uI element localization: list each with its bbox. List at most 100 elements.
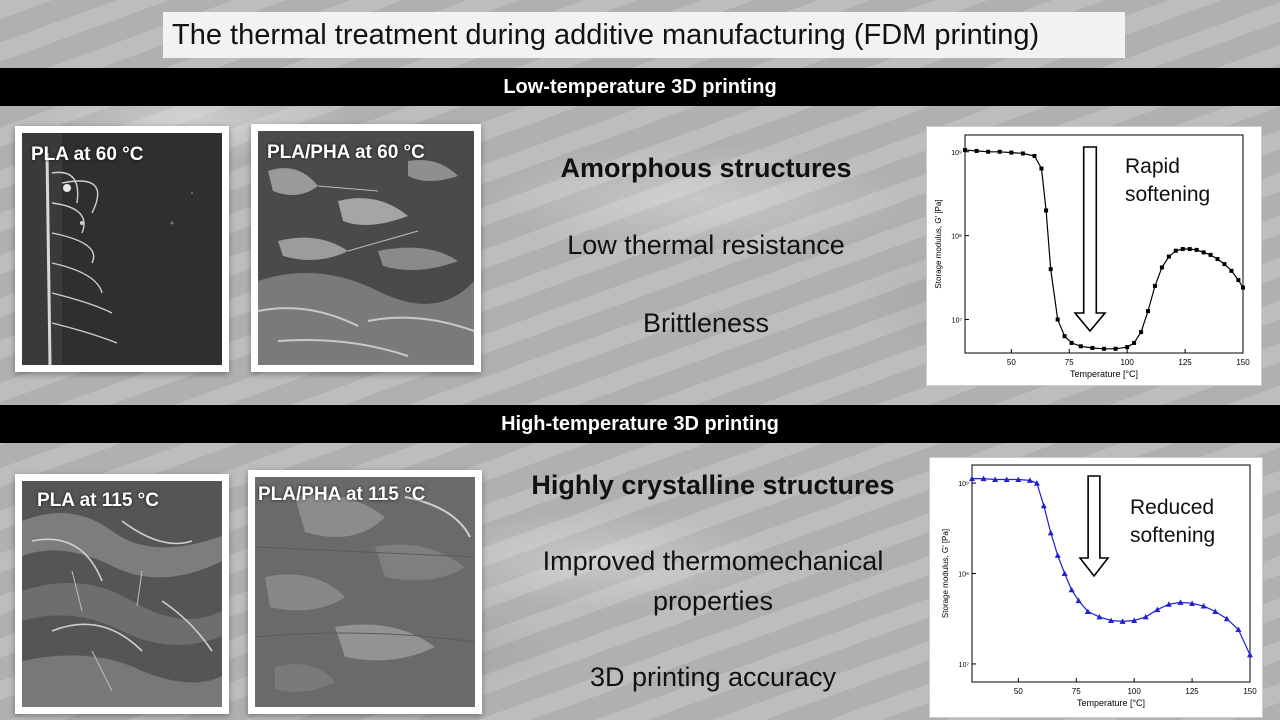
x-tick-label: 100 — [1127, 687, 1141, 696]
data-point — [1152, 283, 1157, 288]
data-point — [1061, 570, 1068, 576]
x-tick-label: 50 — [1007, 358, 1016, 367]
softening-annotation: Reduced — [1130, 496, 1214, 519]
sem-micrograph — [22, 133, 222, 365]
series-line — [972, 478, 1251, 656]
data-point — [1212, 608, 1219, 614]
y-tick-label: 10⁹ — [951, 150, 962, 157]
data-point — [963, 148, 967, 153]
high-point-2: 3D printing accuracy — [589, 662, 837, 692]
data-point — [1159, 265, 1164, 270]
data-point — [1026, 477, 1033, 483]
data-point — [1078, 344, 1083, 349]
x-tick-label: 75 — [1072, 687, 1081, 696]
data-point — [986, 149, 991, 154]
data-point — [1009, 150, 1014, 155]
low-point-2: Brittleness — [642, 308, 770, 338]
x-tick-label: 75 — [1065, 358, 1074, 367]
storage-modulus-chart: 50 75 100 125 150 10⁹ 10⁸ 10⁷ Temperature [°C] St… — [941, 464, 1257, 708]
softening-annotation: softening — [1130, 524, 1215, 547]
high-temperature-band: High-temperature 3D printing — [0, 405, 1280, 443]
data-point — [1229, 268, 1234, 273]
data-point — [1201, 250, 1206, 255]
sem-image-pla-60: PLA at 60 °C — [15, 126, 229, 372]
low-heading: Amorphous structures — [560, 153, 852, 183]
data-point — [1032, 153, 1037, 158]
data-point — [1084, 608, 1091, 614]
high-heading: Highly crystalline structures — [531, 470, 895, 500]
data-point — [997, 149, 1002, 154]
low-temperature-band: Low-temperature 3D printing — [0, 68, 1280, 106]
data-point — [1069, 340, 1074, 345]
data-point — [1096, 613, 1103, 620]
sem-image-plapha-60: PLA/PHA at 60 °C — [251, 124, 481, 372]
data-point — [1048, 267, 1053, 272]
down-arrow-icon — [1078, 475, 1110, 578]
data-point — [1055, 317, 1060, 322]
data-point — [1119, 618, 1126, 624]
data-point — [1039, 166, 1044, 171]
softening-annotation: softening — [1125, 183, 1210, 206]
sem-image-label: PLA at 60 °C — [31, 144, 144, 165]
chart-high-temperature: 50 75 100 125 150 10⁹ 10⁸ 10⁷ Temperature [°C] St… — [929, 457, 1263, 718]
y-tick-label: 10⁸ — [958, 572, 969, 579]
data-point — [1154, 606, 1161, 613]
x-axis-label: Temperature [°C] — [1077, 698, 1145, 708]
data-point — [1003, 476, 1010, 482]
data-point — [974, 148, 979, 153]
data-point — [1131, 617, 1138, 624]
data-point — [1247, 651, 1253, 658]
data-point — [1146, 309, 1151, 314]
data-point — [1180, 247, 1185, 252]
y-tick-label: 10⁷ — [952, 317, 963, 324]
data-point — [1020, 151, 1025, 156]
data-point — [1132, 340, 1137, 345]
x-tick-label: 100 — [1120, 358, 1134, 367]
data-point — [1075, 597, 1082, 604]
x-tick-label: 150 — [1243, 687, 1257, 696]
y-axis-label: Storage modulus, G' [Pa] — [941, 529, 950, 618]
high-point-1b: properties — [652, 586, 774, 616]
x-tick-label: 150 — [1236, 358, 1250, 367]
x-tick-label: 125 — [1185, 687, 1199, 696]
series-line — [964, 149, 1244, 350]
data-point — [1189, 600, 1196, 606]
x-tick-label: 50 — [1014, 687, 1023, 696]
data-point — [1200, 603, 1207, 609]
y-tick-label: 10⁹ — [958, 481, 969, 488]
data-point — [992, 476, 999, 482]
sem-micrograph — [22, 481, 222, 707]
low-point-1: Low thermal resistance — [567, 230, 845, 260]
softening-annotation: Rapid — [1125, 155, 1180, 178]
data-point — [1165, 601, 1172, 607]
data-point — [969, 475, 975, 482]
high-point-1a: Improved thermomechanical — [542, 546, 884, 576]
data-point — [1108, 617, 1114, 624]
data-point — [1215, 257, 1220, 262]
data-point — [1102, 346, 1106, 351]
sem-image-label: PLA/PHA at 60 °C — [267, 142, 425, 163]
data-point — [1223, 615, 1230, 622]
data-point — [1241, 285, 1245, 290]
data-point — [1187, 247, 1192, 252]
data-point — [1125, 345, 1130, 350]
data-point — [1068, 586, 1075, 593]
data-point — [1090, 345, 1095, 350]
plot-frame — [964, 134, 1244, 354]
sem-image-pla-115: PLA at 115 °C — [15, 474, 229, 714]
data-point — [1166, 254, 1171, 259]
x-axis-label: Temperature [°C] — [1070, 369, 1138, 379]
sem-micrograph — [258, 131, 474, 365]
data-point — [1173, 248, 1178, 253]
data-point — [980, 475, 987, 482]
sem-image-label: PLA at 115 °C — [37, 490, 159, 511]
data-point — [1040, 502, 1047, 509]
sem-micrograph — [255, 477, 475, 707]
data-point — [1015, 476, 1022, 482]
data-point — [1236, 278, 1241, 283]
data-point — [1194, 247, 1199, 252]
down-arrow-icon — [1073, 146, 1107, 333]
y-tick-label: 10⁷ — [959, 662, 970, 669]
data-point — [1044, 208, 1049, 213]
